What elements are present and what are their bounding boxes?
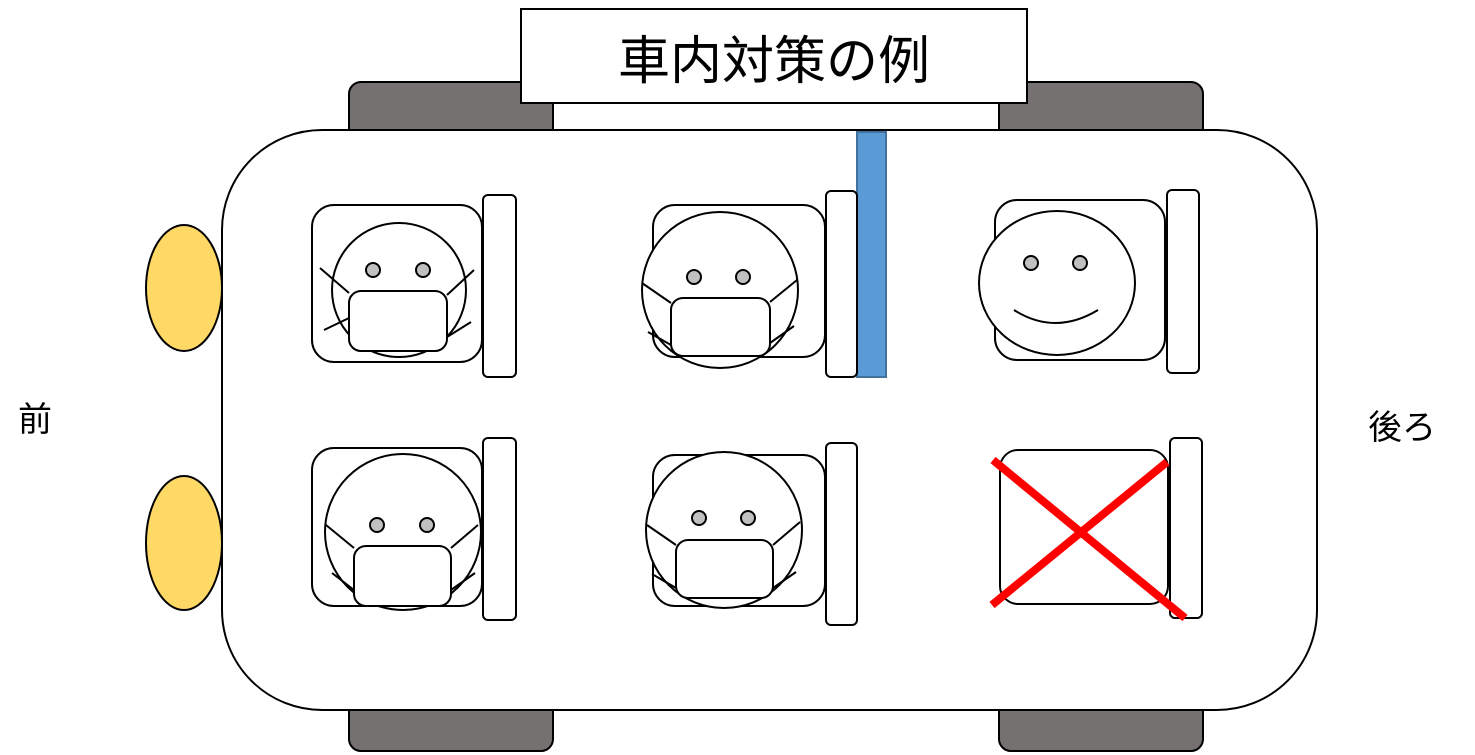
seat-backrest [1169,437,1203,619]
seat-backrest [482,437,517,621]
seat-backrest [825,190,858,378]
eye-right-icon [1072,255,1088,271]
front-label: 前 [18,400,52,440]
eye-right-icon [740,510,756,526]
eye-left-icon [369,517,385,533]
seat-front-1 [311,194,517,378]
seat-rear-2 [645,442,858,626]
seat-front-2 [641,190,858,378]
person-head [978,210,1136,356]
eye-left-icon [365,262,381,278]
rear-label: 後ろ [1368,408,1436,448]
eye-left-icon [691,510,707,526]
mask-icon [641,279,798,357]
mask-icon [646,521,801,599]
seat-backrest [482,194,517,378]
seat-front-3 [978,189,1200,374]
smile-icon [1013,309,1099,324]
mask-icon [319,267,475,352]
headlight-bottom [145,475,223,611]
cross-mark-icon [989,456,1188,622]
seat-rear-1 [311,437,517,621]
partition-panel [856,131,887,378]
seat-backrest [1166,189,1200,374]
eye-right-icon [735,269,751,285]
eye-left-icon [686,269,702,285]
seat-rear-3 [989,437,1203,622]
mask-icon [325,524,479,607]
seat-backrest [825,442,858,626]
eye-right-icon [419,517,435,533]
eye-left-icon [1023,255,1039,271]
headlight-top [145,224,223,352]
diagram-title: 車内対策の例 [520,8,1028,104]
eye-right-icon [415,262,431,278]
